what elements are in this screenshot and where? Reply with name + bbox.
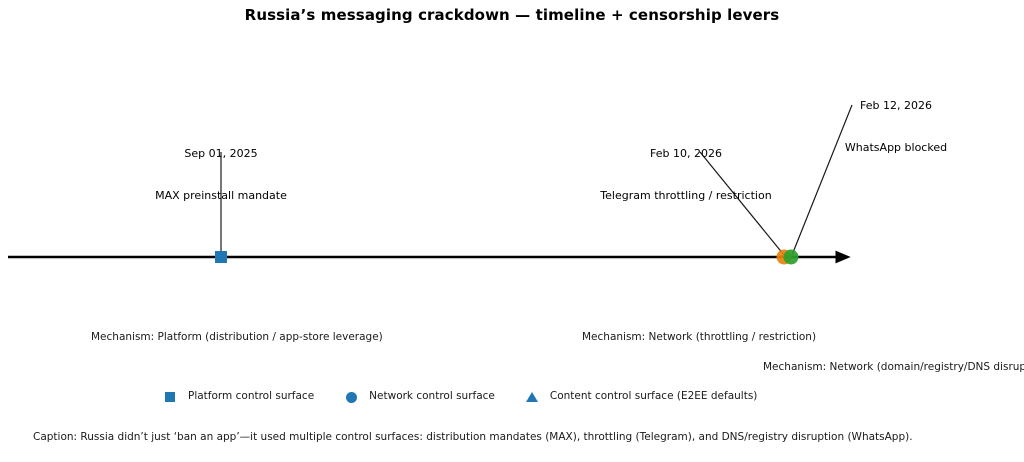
event-date: Sep 01, 2025 — [184, 147, 258, 160]
figure-caption: Caption: Russia didn’t just ‘ban an app’… — [33, 431, 913, 443]
legend-item-network[interactable]: Network control surface — [344, 387, 495, 405]
circle-marker-icon — [344, 389, 358, 403]
triangle-marker-icon — [525, 389, 539, 403]
mechanism-label-whatsapp: Mechanism: Network (domain/registry/DNS … — [763, 361, 1024, 373]
legend-label: Network control surface — [369, 390, 495, 402]
legend-item-content[interactable]: Content control surface (E2EE defaults) — [525, 387, 758, 405]
page-title: Russia’s messaging crackdown — timeline … — [244, 6, 780, 24]
event-annotation-whatsapp: Feb 12, 2026 WhatsApp blocked — [826, 71, 966, 183]
legend-label: Platform control surface — [188, 390, 315, 402]
event-label: WhatsApp blocked — [844, 141, 948, 154]
event-date: Feb 12, 2026 — [860, 99, 932, 112]
event-marker-whatsapp[interactable] — [783, 249, 799, 265]
mechanism-label-platform: Mechanism: Platform (distribution / app-… — [91, 331, 383, 343]
event-label: MAX preinstall mandate — [155, 189, 287, 202]
mechanism-label-telegram: Mechanism: Network (throttling / restric… — [582, 331, 817, 343]
event-date: Feb 10, 2026 — [650, 147, 722, 160]
legend-label: Content control surface (E2EE defaults) — [549, 390, 758, 402]
legend-item-platform[interactable]: Platform control surface — [163, 387, 314, 405]
square-marker-icon — [163, 389, 177, 403]
legend: Platform control surface Network control… — [163, 387, 757, 405]
leader-line-event-1 — [699, 151, 785, 256]
leader-line-event-2 — [791, 104, 853, 256]
event-marker-platform[interactable] — [215, 251, 227, 263]
event-annotation-telegram: Feb 10, 2026 Telegram throttling / restr… — [591, 119, 781, 231]
event-label: Telegram throttling / restriction — [600, 189, 772, 202]
event-annotation-platform: Sep 01, 2025 MAX preinstall mandate — [146, 119, 296, 231]
